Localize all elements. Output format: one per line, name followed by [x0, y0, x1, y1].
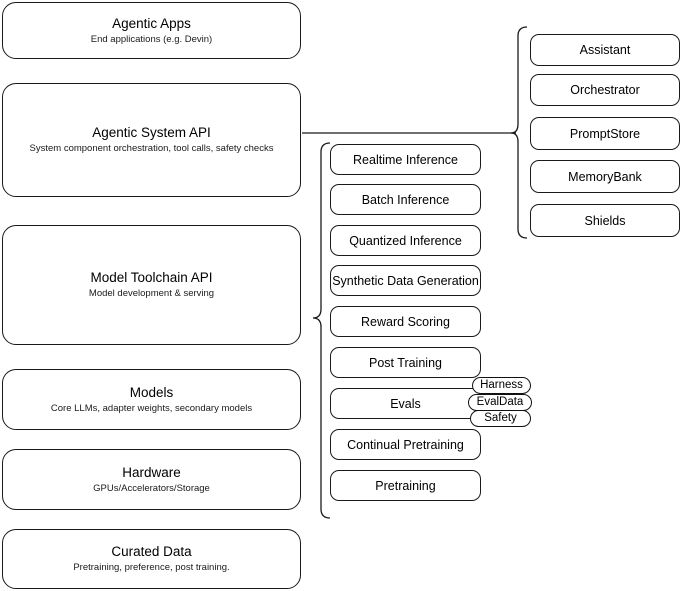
capability-label: Quantized Inference	[349, 233, 462, 248]
capability-realtime-inference[interactable]: Realtime Inference	[330, 144, 481, 175]
component-label: MemoryBank	[568, 169, 642, 184]
component-orchestrator[interactable]: Orchestrator	[530, 74, 680, 106]
layer-title: Agentic Apps	[112, 15, 191, 31]
layer-title: Agentic System API	[92, 125, 211, 140]
evals-tag-safety[interactable]: Safety	[470, 410, 531, 427]
evals-tag-evaldata[interactable]: EvalData	[468, 394, 532, 411]
capability-label: Synthetic Data Generation	[332, 273, 479, 288]
component-memorybank[interactable]: MemoryBank	[530, 160, 680, 193]
layer-curated-data[interactable]: Curated Data Pretraining, preference, po…	[2, 529, 301, 589]
capability-label: Evals	[390, 396, 421, 411]
layer-agentic-apps[interactable]: Agentic Apps End applications (e.g. Devi…	[2, 2, 301, 59]
layer-title: Hardware	[122, 464, 181, 480]
layer-subtitle: Core LLMs, adapter weights, secondary mo…	[50, 402, 253, 414]
layer-subtitle: GPUs/Accelerators/Storage	[93, 482, 210, 494]
capability-synthetic-data-generation[interactable]: Synthetic Data Generation	[330, 265, 481, 296]
layer-subtitle: End applications (e.g. Devin)	[90, 33, 213, 45]
component-promptstore[interactable]: PromptStore	[530, 117, 680, 150]
capability-label: Pretraining	[375, 478, 436, 493]
layer-model-toolchain-api[interactable]: Model Toolchain API Model development & …	[2, 225, 301, 345]
capability-label: Post Training	[369, 355, 442, 370]
capability-reward-scoring[interactable]: Reward Scoring	[330, 306, 481, 337]
capability-evals[interactable]: Evals	[330, 388, 481, 419]
layer-subtitle: System component orchestration, tool cal…	[29, 143, 274, 154]
evals-tag-label: EvalData	[476, 396, 524, 408]
layer-title: Models	[129, 384, 174, 400]
layer-subtitle: Pretraining, preference, post training.	[73, 562, 230, 573]
layer-hardware[interactable]: Hardware GPUs/Accelerators/Storage	[2, 449, 301, 510]
capability-quantized-inference[interactable]: Quantized Inference	[330, 225, 481, 256]
capability-post-training[interactable]: Post Training	[330, 347, 481, 378]
component-label: Assistant	[579, 43, 631, 57]
component-assistant[interactable]: Assistant	[530, 34, 680, 66]
capability-continual-pretraining[interactable]: Continual Pretraining	[330, 429, 481, 460]
layer-agentic-system-api[interactable]: Agentic System API System component orch…	[2, 83, 301, 197]
layer-title: Model Toolchain API	[90, 270, 213, 285]
evals-tag-label: Safety	[484, 412, 517, 424]
capability-label: Continual Pretraining	[347, 437, 464, 452]
layer-subtitle: Model development & serving	[88, 288, 215, 299]
capability-label: Realtime Inference	[353, 152, 458, 167]
component-label: PromptStore	[569, 126, 641, 141]
component-label: Shields	[584, 213, 626, 228]
capability-batch-inference[interactable]: Batch Inference	[330, 184, 481, 215]
component-shields[interactable]: Shields	[530, 204, 680, 237]
evals-tag-harness[interactable]: Harness	[472, 377, 531, 394]
capability-label: Reward Scoring	[361, 314, 450, 329]
capability-pretraining[interactable]: Pretraining	[330, 470, 481, 501]
component-label: Orchestrator	[570, 83, 640, 97]
bracket-system-components	[510, 26, 528, 239]
bracket-toolchain-capabilities	[312, 142, 331, 519]
layer-title: Curated Data	[111, 544, 192, 559]
layer-models[interactable]: Models Core LLMs, adapter weights, secon…	[2, 369, 301, 430]
evals-tag-label: Harness	[480, 379, 523, 391]
capability-label: Batch Inference	[361, 192, 450, 207]
